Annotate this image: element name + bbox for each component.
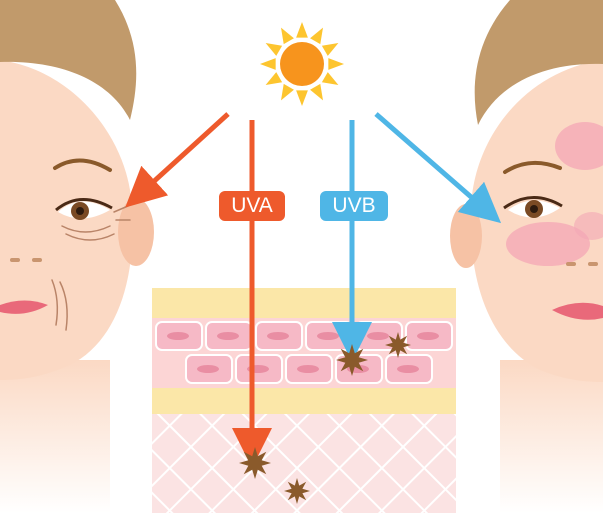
sun-ray xyxy=(322,43,339,56)
burned-face-right xyxy=(450,0,603,513)
stratum-corneum xyxy=(152,288,456,318)
cell-nucleus xyxy=(267,332,289,340)
sun-ray xyxy=(296,22,308,38)
face-skin-left xyxy=(0,60,133,380)
ear-right xyxy=(450,204,482,268)
sun-ray xyxy=(266,72,283,85)
damage-spot-icon xyxy=(385,332,411,358)
skin-cross-section xyxy=(152,288,456,513)
cell-nucleus xyxy=(397,365,419,373)
basal-layer xyxy=(152,388,456,414)
uva-arrow-to-face xyxy=(140,114,228,194)
sun-ray xyxy=(322,72,339,85)
sun-ray xyxy=(281,28,294,45)
cell-nucleus xyxy=(167,332,189,340)
neck-right xyxy=(500,360,603,513)
sun-ray xyxy=(296,90,308,106)
damage-spot-icon xyxy=(284,478,310,504)
damage-spot-icon xyxy=(336,344,368,376)
sun-ray xyxy=(260,58,276,70)
sun-ray xyxy=(310,84,323,101)
uvb-arrow-to-face xyxy=(376,114,486,210)
cell-nucleus xyxy=(417,332,439,340)
uvb-label: UVB xyxy=(320,191,388,221)
sun-ray xyxy=(281,84,294,101)
aged-face-left xyxy=(0,0,154,513)
cell-nucleus xyxy=(217,332,239,340)
neck-left xyxy=(0,360,110,513)
cell-nucleus xyxy=(297,365,319,373)
cell-nucleus xyxy=(197,365,219,373)
sun-ray xyxy=(328,58,344,70)
damage-spot-icon xyxy=(239,447,271,479)
uva-label: UVA xyxy=(219,191,285,221)
sun-ray xyxy=(310,28,323,45)
cell-nucleus xyxy=(367,332,389,340)
sun-icon xyxy=(260,22,344,106)
sun-ray xyxy=(266,43,283,56)
cell-nucleus xyxy=(317,332,339,340)
